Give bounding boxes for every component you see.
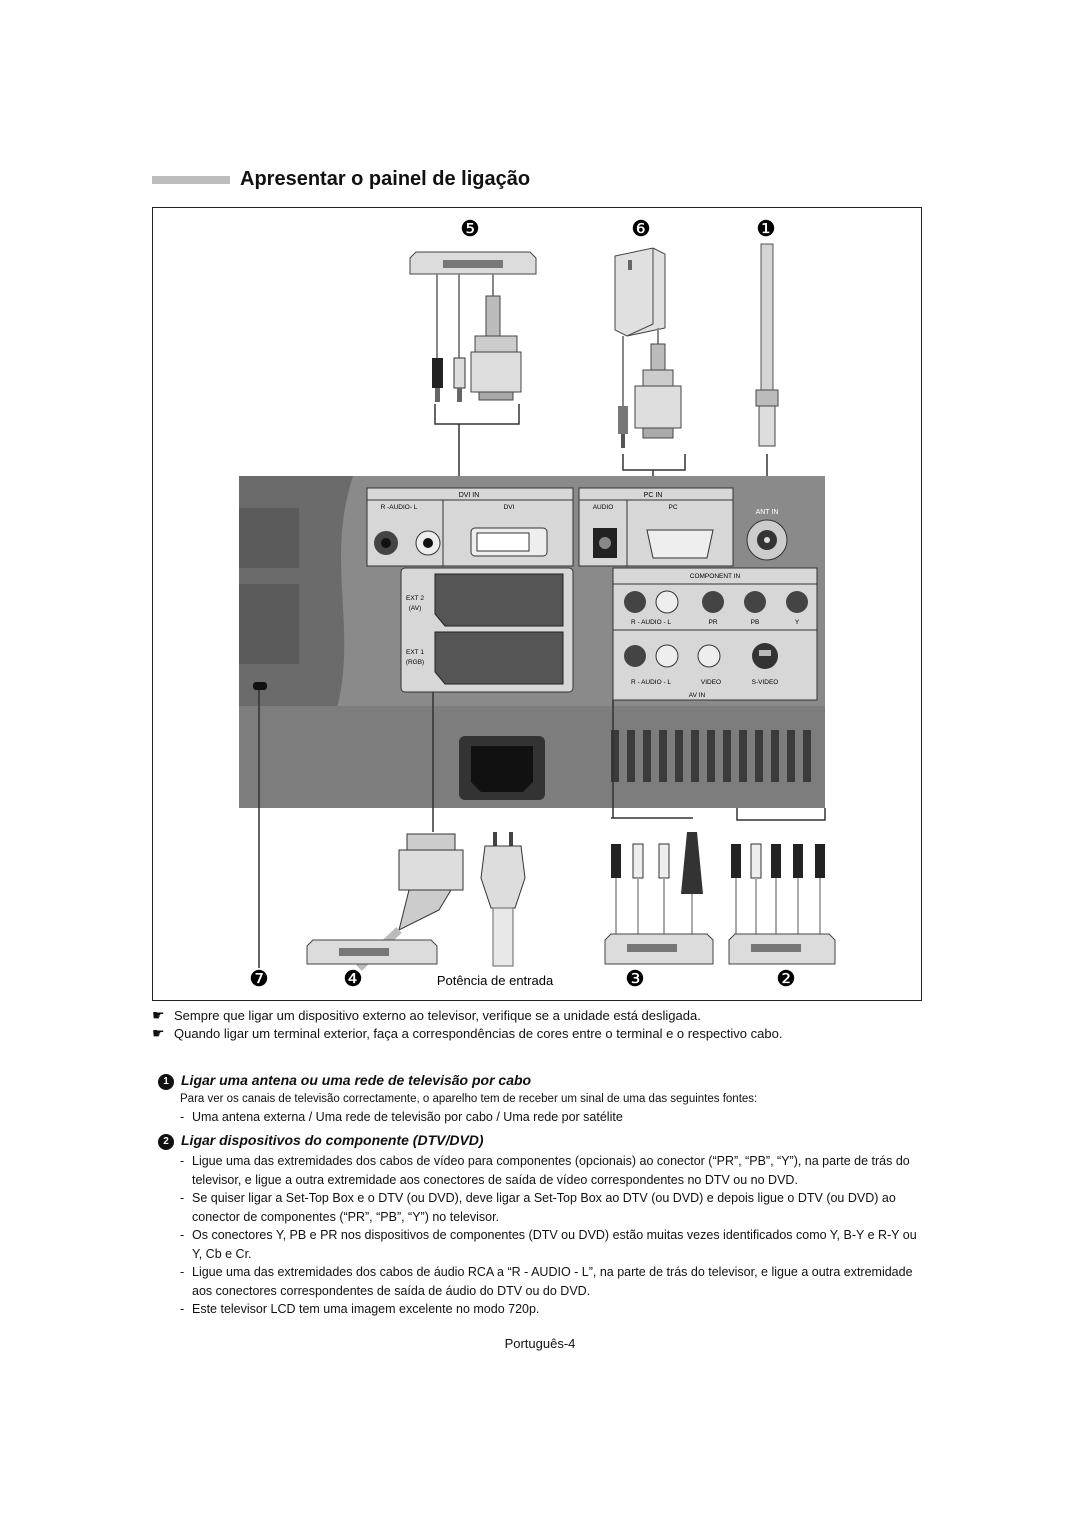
svg-text:S-VIDEO: S-VIDEO: [752, 679, 779, 686]
callout-3: ❸: [625, 966, 645, 991]
svg-text:PC IN: PC IN: [644, 492, 663, 499]
rca-plug-red: [432, 358, 443, 402]
section-2-bullet-1: -Ligue uma das extremidades dos cabos de…: [180, 1154, 910, 1187]
note-1: ☛Sempre que ligar um dispositivo externo…: [152, 1007, 701, 1023]
svg-text:EXT 1: EXT 1: [406, 649, 424, 656]
svg-text:DVI IN: DVI IN: [459, 492, 480, 499]
svg-text:AUDIO: AUDIO: [593, 504, 614, 511]
section-2-bullet-5: -Este televisor LCD tem uma imagem excel…: [180, 1302, 540, 1316]
section-1-number: 1: [158, 1074, 174, 1090]
dvi-in-jack-group: DVI IN R -AUDIO- L DVI: [366, 487, 574, 567]
title-decoration-bar: [152, 176, 230, 184]
svg-text:PR: PR: [708, 619, 717, 626]
antenna-cable: [755, 243, 779, 478]
svg-text:Y: Y: [795, 619, 800, 626]
svg-text:ANT IN: ANT IN: [756, 509, 779, 516]
svg-text:AV IN: AV IN: [689, 692, 706, 699]
svg-text:EXT 2: EXT 2: [406, 595, 424, 602]
svg-text:PC: PC: [668, 504, 677, 511]
vga-plug: [634, 343, 682, 439]
section-2-bullet-2: -Se quiser ligar a Set-Top Box e o DTV (…: [180, 1191, 896, 1224]
section-1-bullet: -Uma antena externa / Uma rede de televi…: [180, 1110, 623, 1124]
pc-device: [614, 247, 666, 337]
av-device: [604, 933, 714, 965]
svg-text:VIDEO: VIDEO: [701, 679, 721, 686]
svg-text:R - AUDIO - L: R - AUDIO - L: [631, 679, 671, 686]
page-title: Apresentar o painel de ligação: [240, 168, 531, 190]
kensington-slot-icon: [253, 682, 267, 690]
callout-2: ❷: [776, 966, 796, 991]
connection-panel-diagram: ❺ ❻ ❶: [152, 207, 922, 1001]
section-1-intro: Para ver os canais de televisão correcta…: [180, 1093, 758, 1105]
scart-jack-group: EXT 2 (AV) EXT 1 (RGB): [400, 567, 574, 693]
component-av-jack-group: COMPONENT IN R - AUDIO - L PR PB Y R - A…: [612, 567, 818, 701]
svg-text:COMPONENT IN: COMPONENT IN: [690, 573, 741, 580]
pointing-hand-icon: ☛: [152, 1007, 165, 1023]
pc-audio-plug: [618, 406, 628, 448]
power-socket: [459, 736, 545, 800]
svg-text:DVI: DVI: [504, 504, 515, 511]
callout-1: ❶: [756, 216, 776, 241]
section-2-bullet-4: -Ligue uma das extremidades dos cabos de…: [180, 1265, 913, 1298]
svg-text:PB: PB: [751, 619, 760, 626]
dvd-player-top-device: [409, 251, 537, 275]
vcr-device: [306, 939, 438, 965]
page-footer: Português-4: [504, 1336, 576, 1351]
note-2: ☛Quando ligar um terminal exterior, faça…: [152, 1025, 783, 1041]
svg-text:(RGB): (RGB): [406, 659, 424, 666]
component-device: [728, 933, 836, 965]
power-input-label: Potência de entrada: [437, 973, 554, 988]
svg-text:R -AUDIO- L: R -AUDIO- L: [381, 504, 418, 511]
av-cables: [611, 832, 703, 934]
callout-4: ❹: [343, 966, 363, 991]
rca-plug-white: [453, 357, 466, 402]
svg-text:(AV): (AV): [409, 605, 422, 612]
dvi-plug: [470, 295, 522, 401]
component-cables: [731, 843, 825, 934]
callout-7: ❼: [249, 966, 269, 991]
callout-6: ❻: [631, 216, 651, 241]
svg-text:R - AUDIO - L: R - AUDIO - L: [631, 619, 671, 626]
section-2-number: 2: [158, 1134, 174, 1150]
pc-in-jack-group: PC IN AUDIO PC: [578, 487, 734, 567]
section-2-bullet-3: -Os conectores Y, PB e PR nos dispositiv…: [180, 1228, 917, 1261]
pointing-hand-icon: ☛: [152, 1025, 165, 1041]
power-plug: [480, 832, 526, 967]
ant-in-jack: ANT IN: [746, 509, 788, 561]
callout-5: ❺: [460, 216, 480, 241]
